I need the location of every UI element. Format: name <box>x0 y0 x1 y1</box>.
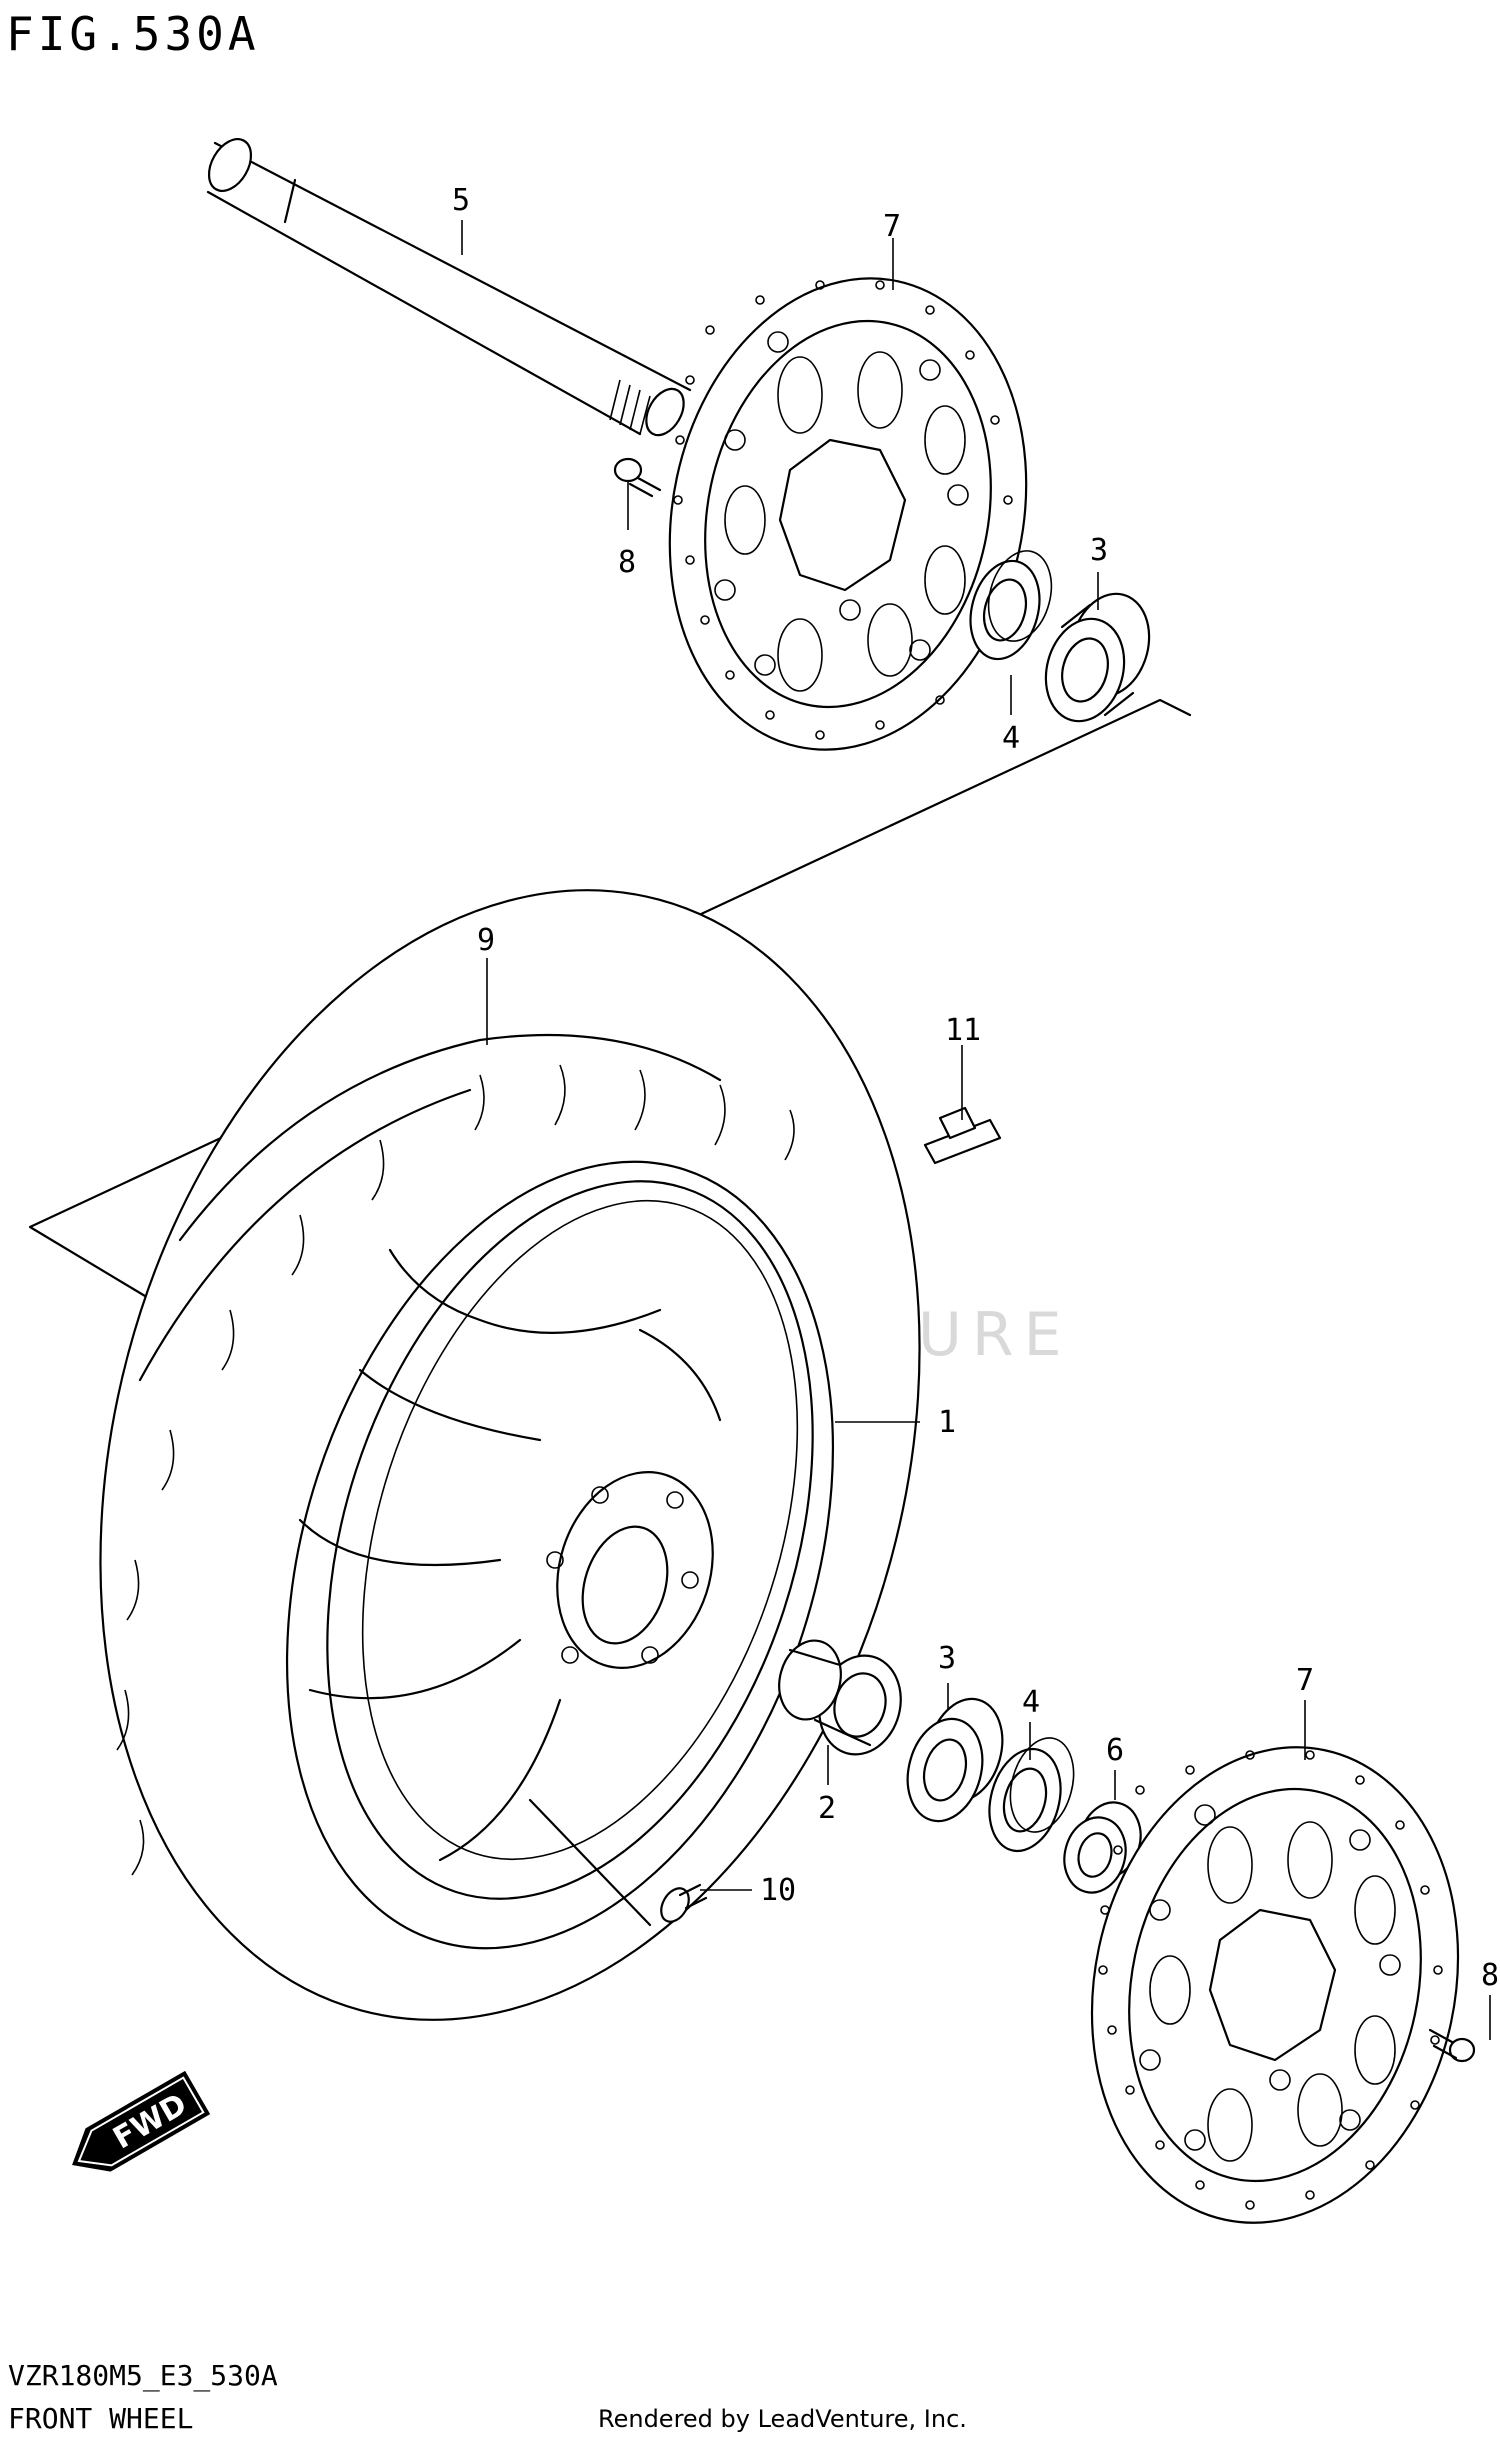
callout-2: 2 <box>818 1791 836 1826</box>
callout-7-top: 7 <box>883 209 901 244</box>
figure-code: VZR180M5_E3_530A <box>8 2359 278 2393</box>
part-seal-bottom <box>988 1737 1075 1853</box>
callout-7-bottom: 7 <box>1296 1663 1314 1698</box>
figure-title: FIG.530A <box>6 7 260 61</box>
part-wheel-rim <box>285 1160 835 1950</box>
part-axle <box>206 138 692 437</box>
callout-5: 5 <box>452 183 470 218</box>
callout-1: 1 <box>938 1405 956 1440</box>
callout-4-bottom: 4 <box>1022 1685 1040 1720</box>
callout-8-bottom: 8 <box>1481 1958 1499 1993</box>
part-spacer <box>778 1639 902 1756</box>
callout-4-top: 4 <box>1002 721 1020 756</box>
part-bolt-bottom <box>1428 2028 1476 2063</box>
part-bearing-top <box>1044 592 1151 723</box>
part-collar <box>1063 1801 1142 1894</box>
part-brake-disc-bottom <box>1090 1746 1460 2224</box>
fwd-arrow-badge: FWD <box>72 2070 211 2172</box>
callout-9: 9 <box>477 923 495 958</box>
callout-11: 11 <box>945 1013 981 1048</box>
part-valve <box>660 1883 708 1923</box>
part-bearing-bottom <box>906 1697 1004 1823</box>
callout-8-top: 8 <box>618 545 636 580</box>
render-credit: Rendered by LeadVenture, Inc. <box>598 2405 967 2433</box>
callout-6: 6 <box>1106 1733 1124 1768</box>
leader-lines <box>461 220 1491 2040</box>
part-bolt-top <box>613 457 662 498</box>
part-seal-top <box>969 550 1053 661</box>
callout-3-bottom: 3 <box>938 1641 956 1676</box>
part-balance-weight <box>923 1106 1002 1165</box>
part-brake-disc-top <box>668 277 1028 751</box>
callout-3-top: 3 <box>1090 533 1108 568</box>
figure-name: FRONT WHEEL <box>8 2402 193 2435</box>
callout-10: 10 <box>760 1873 796 1908</box>
